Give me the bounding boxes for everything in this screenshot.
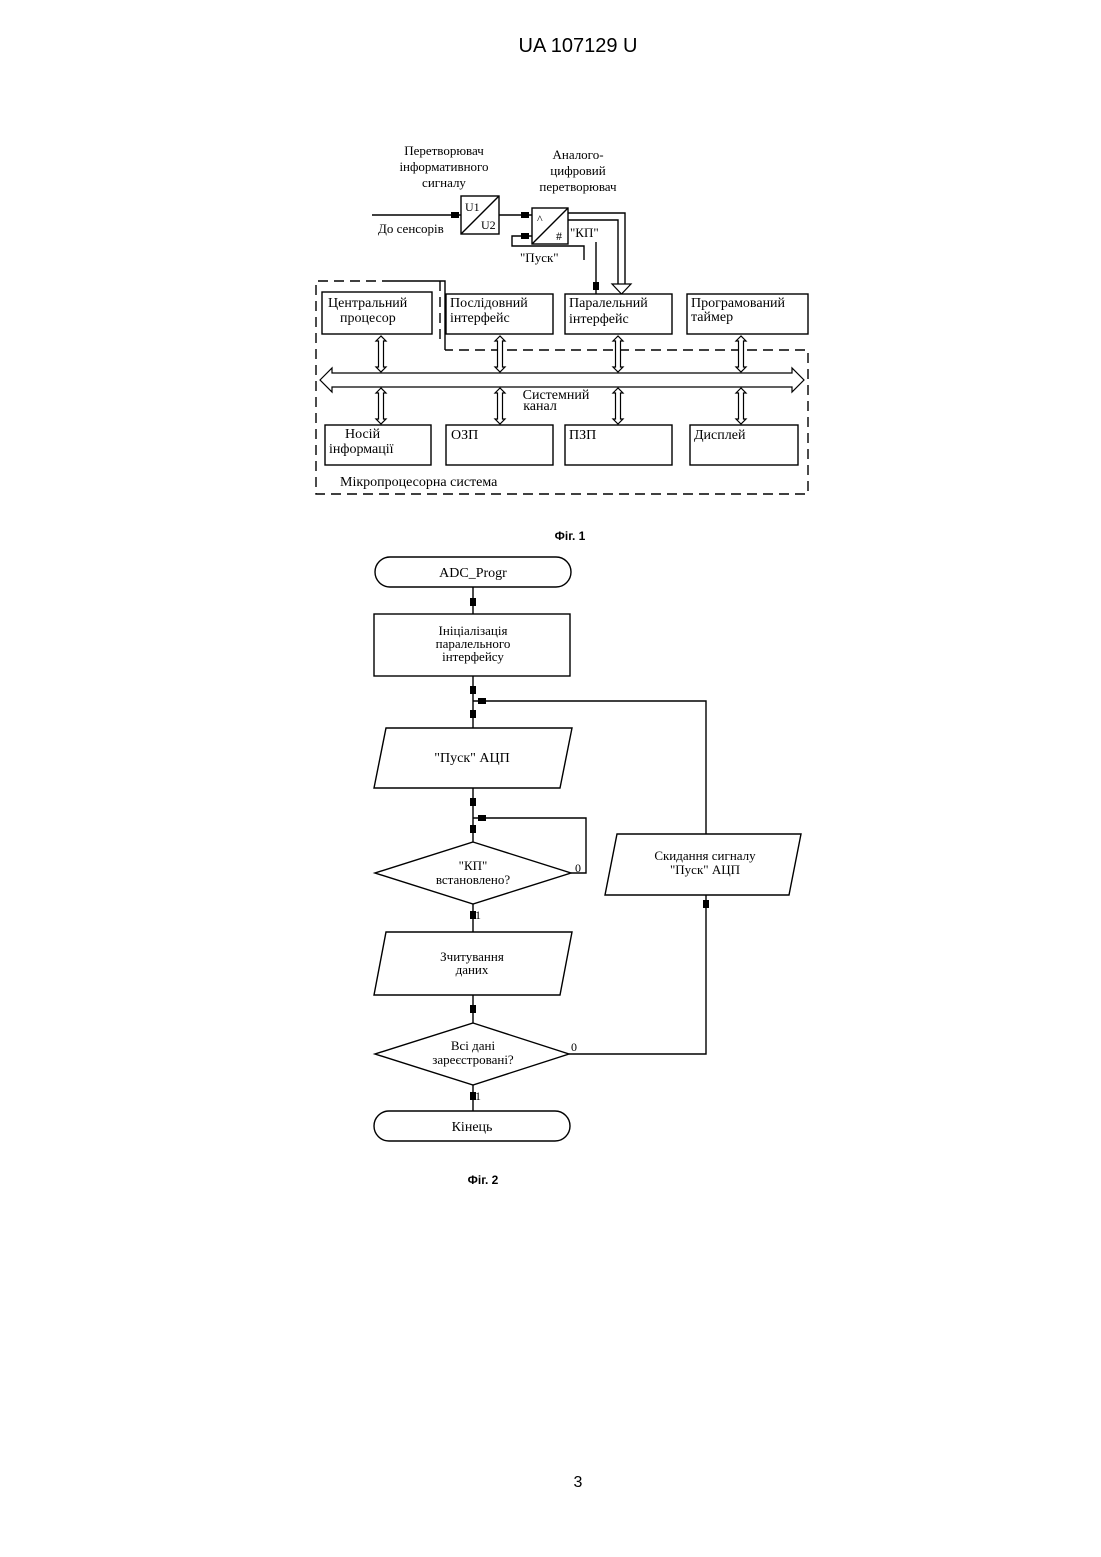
start-signal-label: "Пуск" [520, 250, 559, 265]
display-label: Дисплей [694, 428, 746, 443]
flow-kp-line1: "КП" [459, 858, 488, 873]
adc-hash: # [556, 229, 562, 243]
flow-kp-line2: встановлено? [436, 872, 511, 887]
flow-all-one-label: 1 [475, 1089, 481, 1103]
adc-label-line1: Аналого- [552, 147, 603, 162]
adc-tilde: ^ [537, 212, 543, 226]
flow-reset-line2: "Пуск" АЦП [670, 862, 740, 877]
system-channel-line2: канал [523, 399, 557, 414]
cpu-label-line2: процесор [340, 311, 396, 326]
flow-all-data-line1: Всі дані [451, 1038, 496, 1053]
to-sensors-label: До сенсорів [378, 221, 444, 236]
microprocessor-system-label: Мікропроцесорна система [340, 475, 498, 490]
flow-end-label: Кінець [452, 1120, 493, 1135]
parallel-interface-line1: Паралельний [569, 296, 648, 311]
kp-signal-label: "КП" [570, 225, 599, 240]
flow-start-label: ADC_Progr [439, 566, 507, 581]
converter-u1: U1 [465, 200, 480, 214]
flow-kp-one-label: 1 [475, 908, 481, 922]
flow-all-zero-label: 0 [571, 1040, 577, 1054]
converter-u2: U2 [481, 218, 496, 232]
flow-kp-zero-label: 0 [575, 861, 581, 875]
figure-1-caption: Фіг. 1 [555, 529, 586, 543]
serial-interface-line2: інтерфейс [450, 311, 510, 326]
prog-timer-line2: таймер [691, 310, 733, 325]
figure-2-caption: Фіг. 2 [468, 1173, 499, 1187]
adc-label-line2: цифровий [550, 163, 605, 178]
storage-line1: Носій [345, 427, 381, 442]
storage-line2: інформації [329, 442, 394, 457]
figure-1-block-diagram: Перетворювач інформативного сигналу Анал… [316, 143, 808, 543]
page-number: 3 [574, 1474, 583, 1491]
converter-label-line1: Перетворювач [404, 143, 484, 158]
flow-all-data-line2: зареєстровані? [432, 1052, 514, 1067]
converter-label-line3: сигналу [422, 175, 466, 190]
patent-number: UA 107129 U [519, 35, 638, 57]
flow-start-adc-label: "Пуск" АЦП [434, 751, 509, 766]
serial-interface-line1: Послідовний [450, 296, 528, 311]
ram-label: ОЗП [451, 428, 478, 443]
flow-init-line3: інтерфейсу [442, 649, 504, 664]
bus-connectors-top [376, 336, 746, 372]
converter-label-line2: інформативного [399, 159, 488, 174]
adc-label-line3: перетворювач [539, 179, 617, 194]
prog-timer-line1: Програмований [691, 296, 786, 311]
flow-reset-line1: Скидання сигналу [654, 848, 756, 863]
flow-read-line2: даних [456, 962, 489, 977]
cpu-label-line1: Центральний [328, 296, 408, 311]
rom-label: ПЗП [569, 428, 596, 443]
parallel-interface-line2: інтерфейс [569, 312, 629, 327]
figure-2-flowchart: ADC_Progr Ініціалізація паралельного інт… [374, 557, 801, 1187]
